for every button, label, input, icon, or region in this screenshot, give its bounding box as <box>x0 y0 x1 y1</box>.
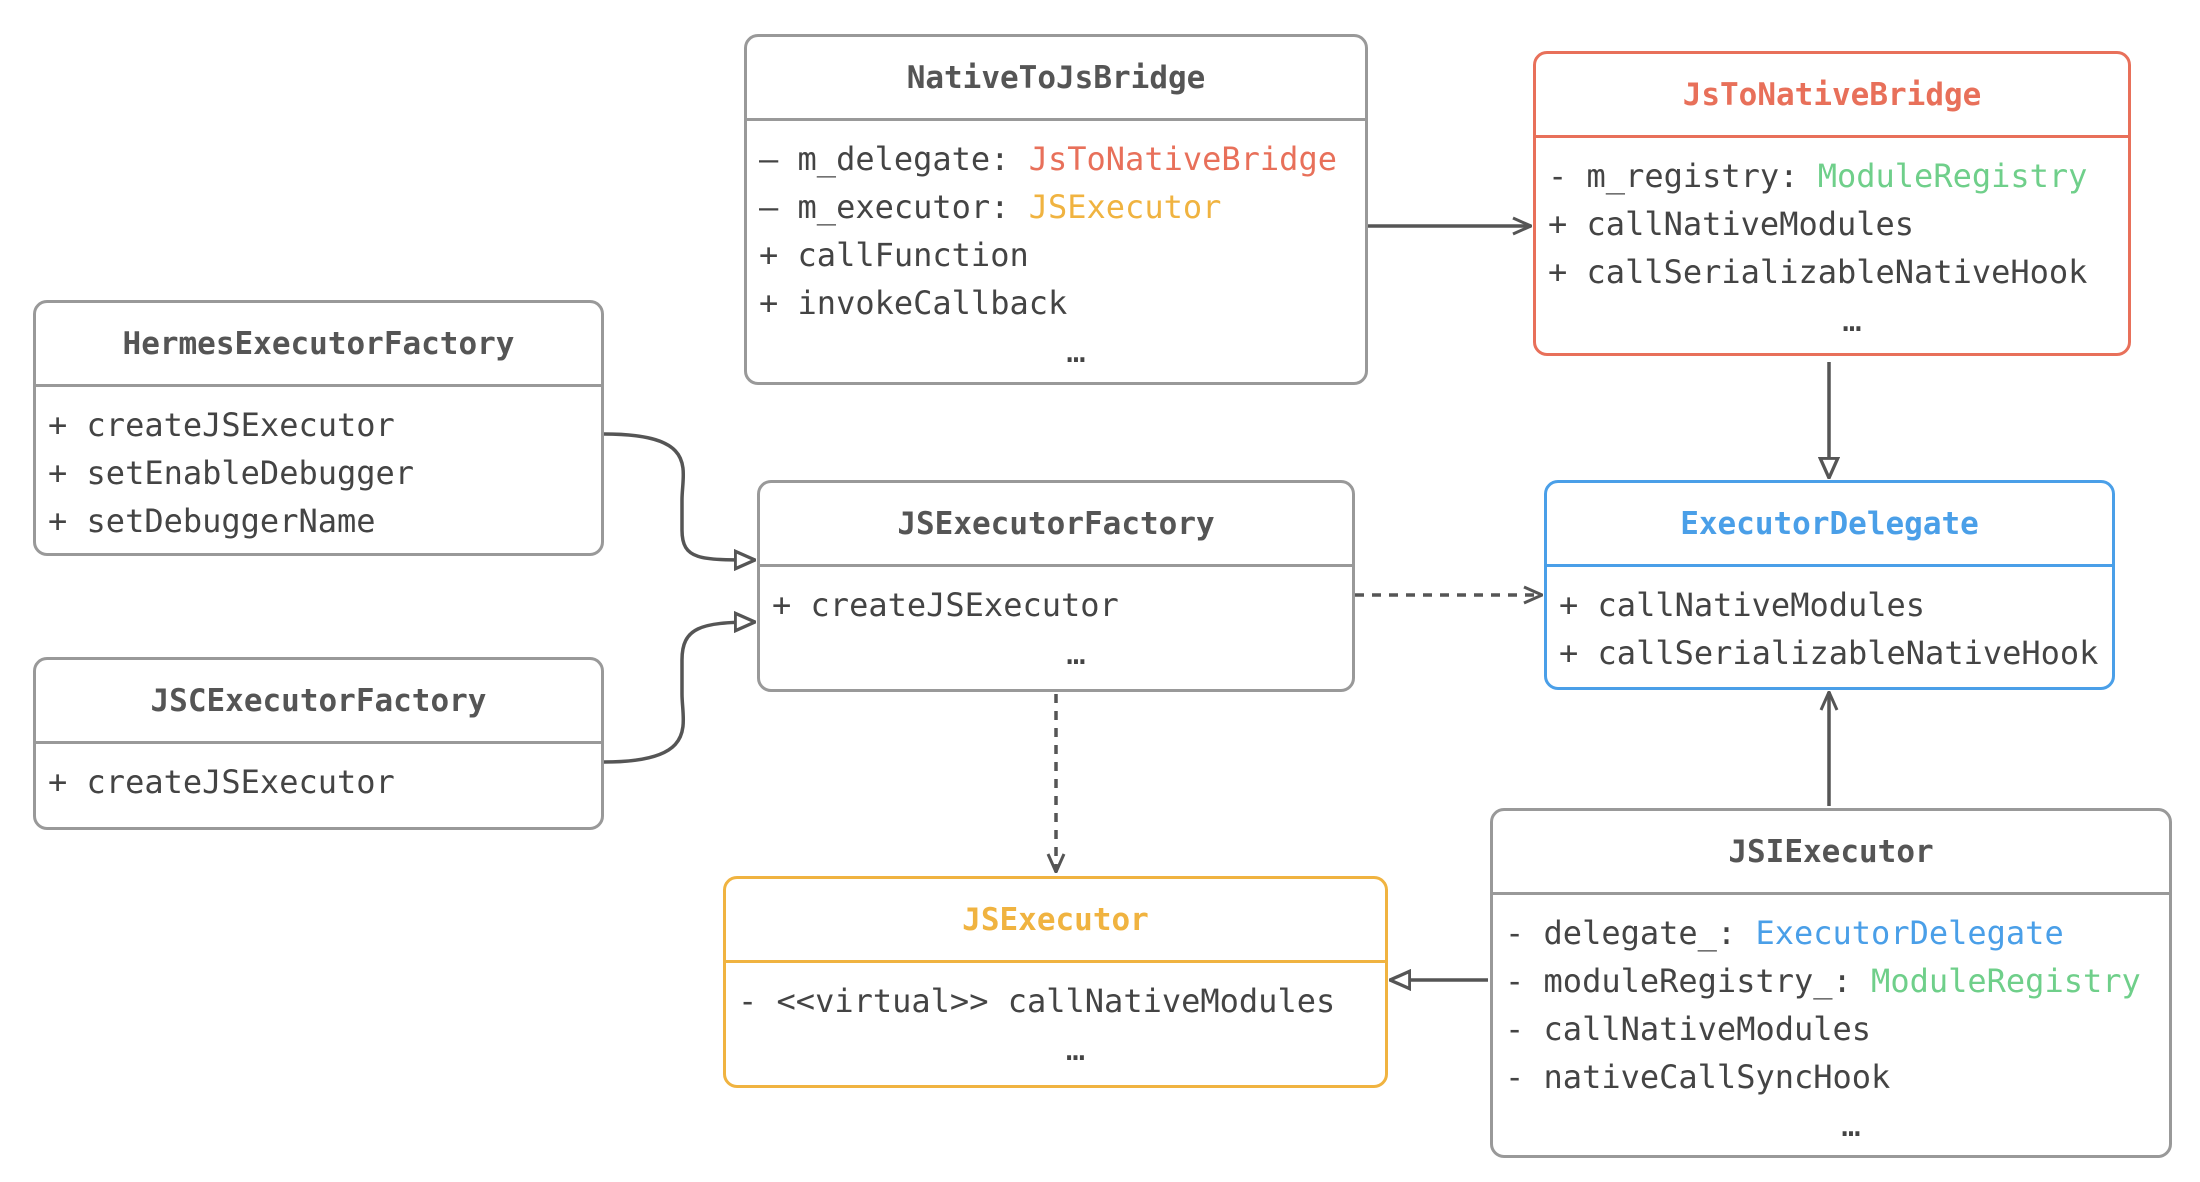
class-title: JSExecutorFactory <box>760 483 1352 567</box>
method-call-native-modules: - callNativeModules <box>1505 1010 1872 1048</box>
method-call-native-modules: + callNativeModules <box>1559 586 1926 624</box>
method-create-js-executor: + createJSExecutor <box>48 406 395 444</box>
method-create-js-executor: + createJSExecutor <box>48 763 395 801</box>
method-invoke-callback: + invokeCallback <box>759 284 1068 322</box>
member-type: ModuleRegistry <box>1871 962 2141 1000</box>
class-title: JsToNativeBridge <box>1536 54 2128 138</box>
class-title: HermesExecutorFactory <box>36 303 601 387</box>
edge-jsc-to-jsexecutorfactory <box>603 622 755 764</box>
ellipsis: … <box>1066 332 1086 370</box>
edge-hermes-to-jsexecutorfactory <box>603 432 755 560</box>
class-jsc-executor-factory[interactable]: JSCExecutorFactory + createJSExecutor <box>33 657 604 830</box>
method-set-enable-debugger: + setEnableDebugger <box>48 454 415 492</box>
class-js-executor[interactable]: JSExecutor - <<virtual>> callNativeModul… <box>723 876 1388 1088</box>
class-title: ExecutorDelegate <box>1547 483 2112 567</box>
class-hermes-executor-factory[interactable]: HermesExecutorFactory + createJSExecutor… <box>33 300 604 556</box>
member-type: ExecutorDelegate <box>1755 914 2064 952</box>
method-call-native-modules: - <<virtual>> callNativeModules <box>738 982 1336 1020</box>
member-label: - delegate_: <box>1505 914 1756 952</box>
member-type: ModuleRegistry <box>1817 157 2088 195</box>
member-type: JSExecutor <box>1028 188 1222 226</box>
method-create-js-executor: + createJSExecutor <box>772 586 1119 624</box>
member-m-executor: – m_executor: JSExecutor <box>759 183 1353 231</box>
member-label: – m_executor: <box>759 188 1029 226</box>
method-native-call-sync-hook: - nativeCallSyncHook <box>1505 1058 1891 1096</box>
class-js-to-native-bridge[interactable]: JsToNativeBridge - m_registry: ModuleReg… <box>1533 51 2131 356</box>
member-label: – m_delegate: <box>759 140 1029 178</box>
class-title: NativeToJsBridge <box>747 37 1365 121</box>
member-label: - m_registry: <box>1548 157 1818 195</box>
method-call-native-modules: + callNativeModules <box>1548 205 1915 243</box>
ellipsis: … <box>1841 1106 1861 1144</box>
class-js-executor-factory[interactable]: JSExecutorFactory + createJSExecutor … <box>757 480 1355 692</box>
class-jsi-executor[interactable]: JSIExecutor - delegate_: ExecutorDelegat… <box>1490 808 2172 1158</box>
method-call-serializable-native-hook: + callSerializableNativeHook <box>1559 634 2099 672</box>
member-module-registry: - moduleRegistry_: ModuleRegistry <box>1505 957 2157 1005</box>
ellipsis: … <box>1065 1030 1086 1068</box>
method-call-function: + callFunction <box>759 236 1029 274</box>
class-title: JSCExecutorFactory <box>36 660 601 744</box>
member-m-delegate: – m_delegate: JsToNativeBridge <box>759 135 1353 183</box>
ellipsis: … <box>1842 301 1862 339</box>
method-call-serializable-native-hook: + callSerializableNativeHook <box>1548 253 2088 291</box>
member-label: - moduleRegistry_: <box>1505 962 1872 1000</box>
member-type: JsToNativeBridge <box>1028 140 1337 178</box>
class-title: JSExecutor <box>726 879 1385 963</box>
member-delegate: - delegate_: ExecutorDelegate <box>1505 909 2157 957</box>
class-executor-delegate[interactable]: ExecutorDelegate + callNativeModules + c… <box>1544 480 2115 690</box>
class-title: JSIExecutor <box>1493 811 2169 895</box>
ellipsis: … <box>1066 634 1086 672</box>
class-native-to-js-bridge[interactable]: NativeToJsBridge – m_delegate: JsToNativ… <box>744 34 1368 385</box>
member-m-registry: - m_registry: ModuleRegistry <box>1548 152 2116 200</box>
method-set-debugger-name: + setDebuggerName <box>48 502 376 540</box>
